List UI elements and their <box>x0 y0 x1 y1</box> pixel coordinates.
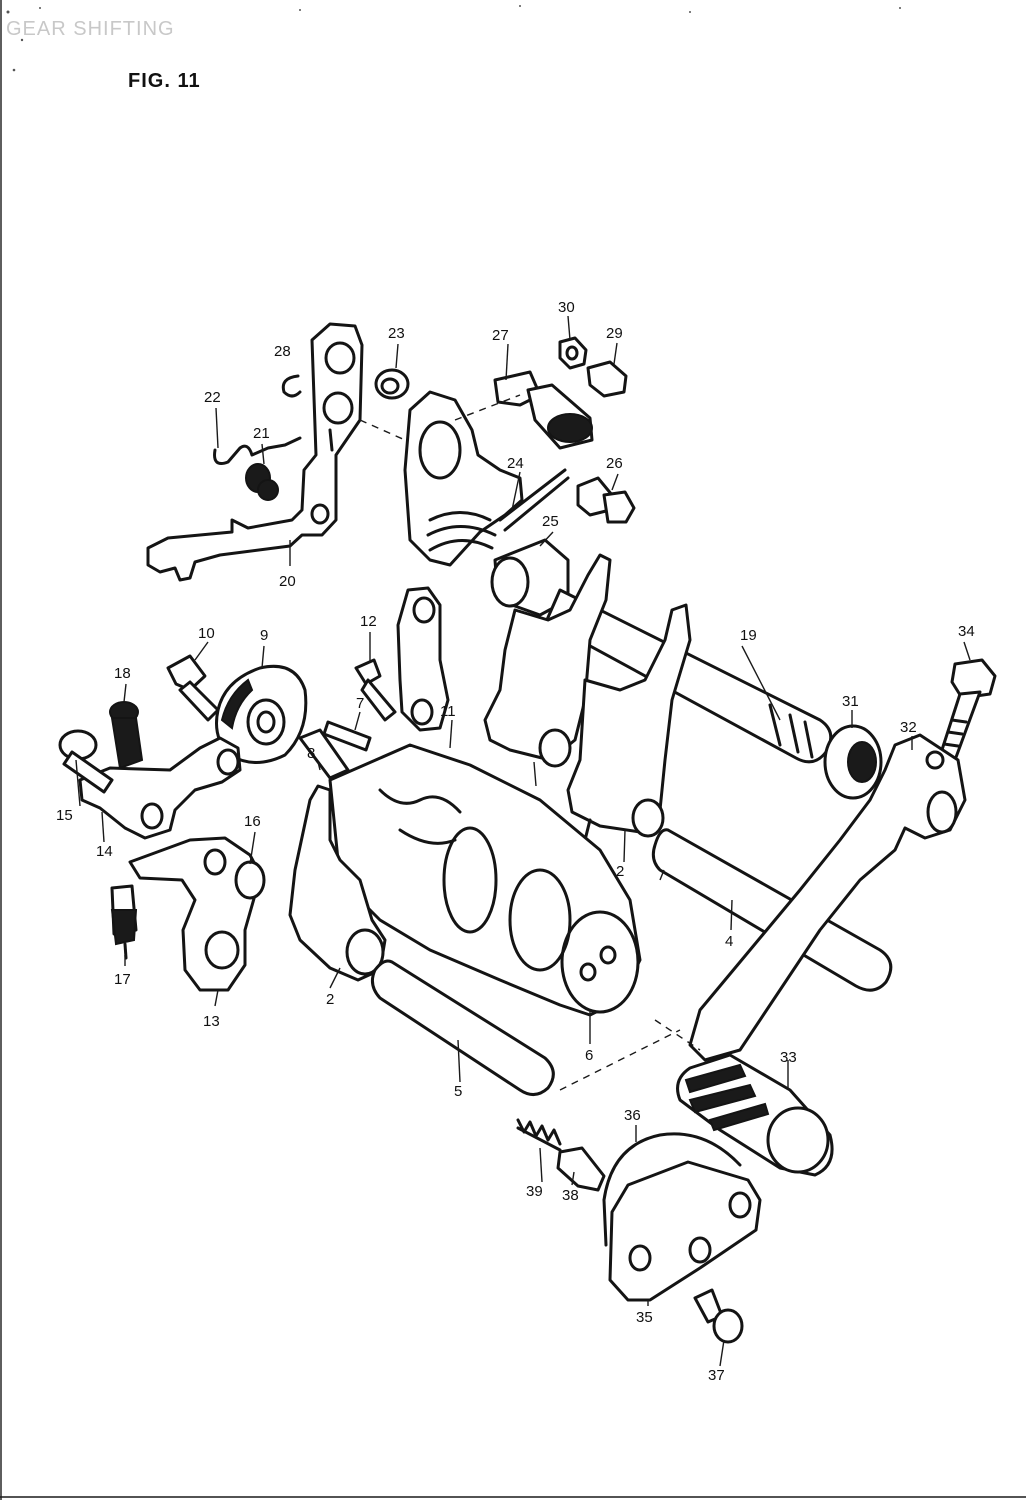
callout-12: 12 <box>360 613 377 630</box>
cover-plate-part-35 <box>608 1160 762 1302</box>
pin-part-12 <box>354 658 397 722</box>
gearshift-cam-part-6 <box>328 743 642 1017</box>
spring-part-39 <box>516 1118 562 1152</box>
callout-15: 15 <box>56 807 73 824</box>
callout-18: 18 <box>114 665 131 682</box>
spring-part-21 <box>245 463 279 501</box>
pin-part-7 <box>322 720 372 752</box>
bolt-part-34 <box>938 658 997 762</box>
callout-13: 13 <box>203 1013 220 1030</box>
shift-fork-lower <box>566 603 692 842</box>
callout-33: 33 <box>780 1049 797 1066</box>
shift-fork-left <box>288 784 387 982</box>
leader-lines <box>75 315 971 1367</box>
callout-11: 11 <box>440 703 456 720</box>
scan-noise <box>6 5 901 72</box>
callout-21: 21 <box>253 425 270 442</box>
fork-shaft-part-4 <box>651 828 893 992</box>
callout-16: 16 <box>244 813 261 830</box>
shaft-part-5 <box>370 959 555 1096</box>
callout-17: 17 <box>114 971 131 988</box>
callout-37: 37 <box>708 1367 725 1384</box>
callout-labels: 20 21 22 28 23 27 30 29 26 24 25 19 34 3… <box>56 299 975 1384</box>
callout-32: 32 <box>900 719 917 736</box>
callout-10: 10 <box>198 625 215 642</box>
callout-25: 25 <box>542 513 559 530</box>
washer-part-31 <box>823 724 883 800</box>
rubber-grip-part-33 <box>676 1053 834 1177</box>
callout-2-right: 2 <box>616 863 624 880</box>
callout-39: 39 <box>526 1183 543 1200</box>
plug-part-18 <box>109 701 144 770</box>
callout-31: 31 <box>842 693 859 710</box>
plate-part-13 <box>128 836 266 992</box>
callout-22: 22 <box>204 389 221 406</box>
clip-part-22 <box>213 436 302 465</box>
screw-part-37 <box>693 1288 744 1344</box>
callout-5: 5 <box>454 1083 462 1100</box>
callout-8: 8 <box>307 745 315 762</box>
callout-2-left: 2 <box>326 991 334 1008</box>
pin-part-8 <box>298 728 350 780</box>
callout-14: 14 <box>96 843 113 860</box>
callout-20: 20 <box>279 573 296 590</box>
gasket-part-36 <box>602 1132 742 1247</box>
collar-part-23 <box>374 368 410 400</box>
callout-34: 34 <box>958 623 975 640</box>
nut-part-30 <box>558 336 588 370</box>
stopper-pin-part-27 <box>493 370 594 450</box>
callout-23: 23 <box>388 325 405 342</box>
callout-35: 35 <box>636 1309 653 1326</box>
section-title: GEAR SHIFTING <box>6 18 175 40</box>
shift-shaft-part-24 <box>403 390 570 567</box>
callout-26: 26 <box>606 455 623 472</box>
callout-7: 7 <box>356 695 364 712</box>
gearshift-lever-part-32 <box>688 733 967 1062</box>
bolt-part-29 <box>586 360 628 398</box>
callout-36: 36 <box>624 1107 641 1124</box>
screw-part-10 <box>166 654 220 722</box>
plug-bolt-part-26 <box>576 476 636 524</box>
callout-38: 38 <box>562 1187 579 1204</box>
callout-30: 30 <box>558 299 575 316</box>
shift-arm-part-20 <box>146 322 364 582</box>
pin-part-17 <box>110 884 138 960</box>
callout-29: 29 <box>606 325 623 342</box>
callout-6: 6 <box>585 1047 593 1064</box>
cam-plate-part-9 <box>215 664 308 764</box>
callout-19: 19 <box>740 627 757 644</box>
callout-27: 27 <box>492 327 509 344</box>
callout-28: 28 <box>274 343 291 360</box>
lifter-arm-part-14 <box>78 736 242 840</box>
callout-9: 9 <box>260 627 268 644</box>
figure-label: FIG. 11 <box>128 70 201 92</box>
dashed-guides <box>359 394 701 1091</box>
pin-part-38 <box>556 1146 606 1192</box>
callout-24: 24 <box>507 455 524 472</box>
e-ring-part-28 <box>281 374 302 398</box>
plate-part-11 <box>396 586 450 732</box>
callout-4: 4 <box>725 933 733 950</box>
